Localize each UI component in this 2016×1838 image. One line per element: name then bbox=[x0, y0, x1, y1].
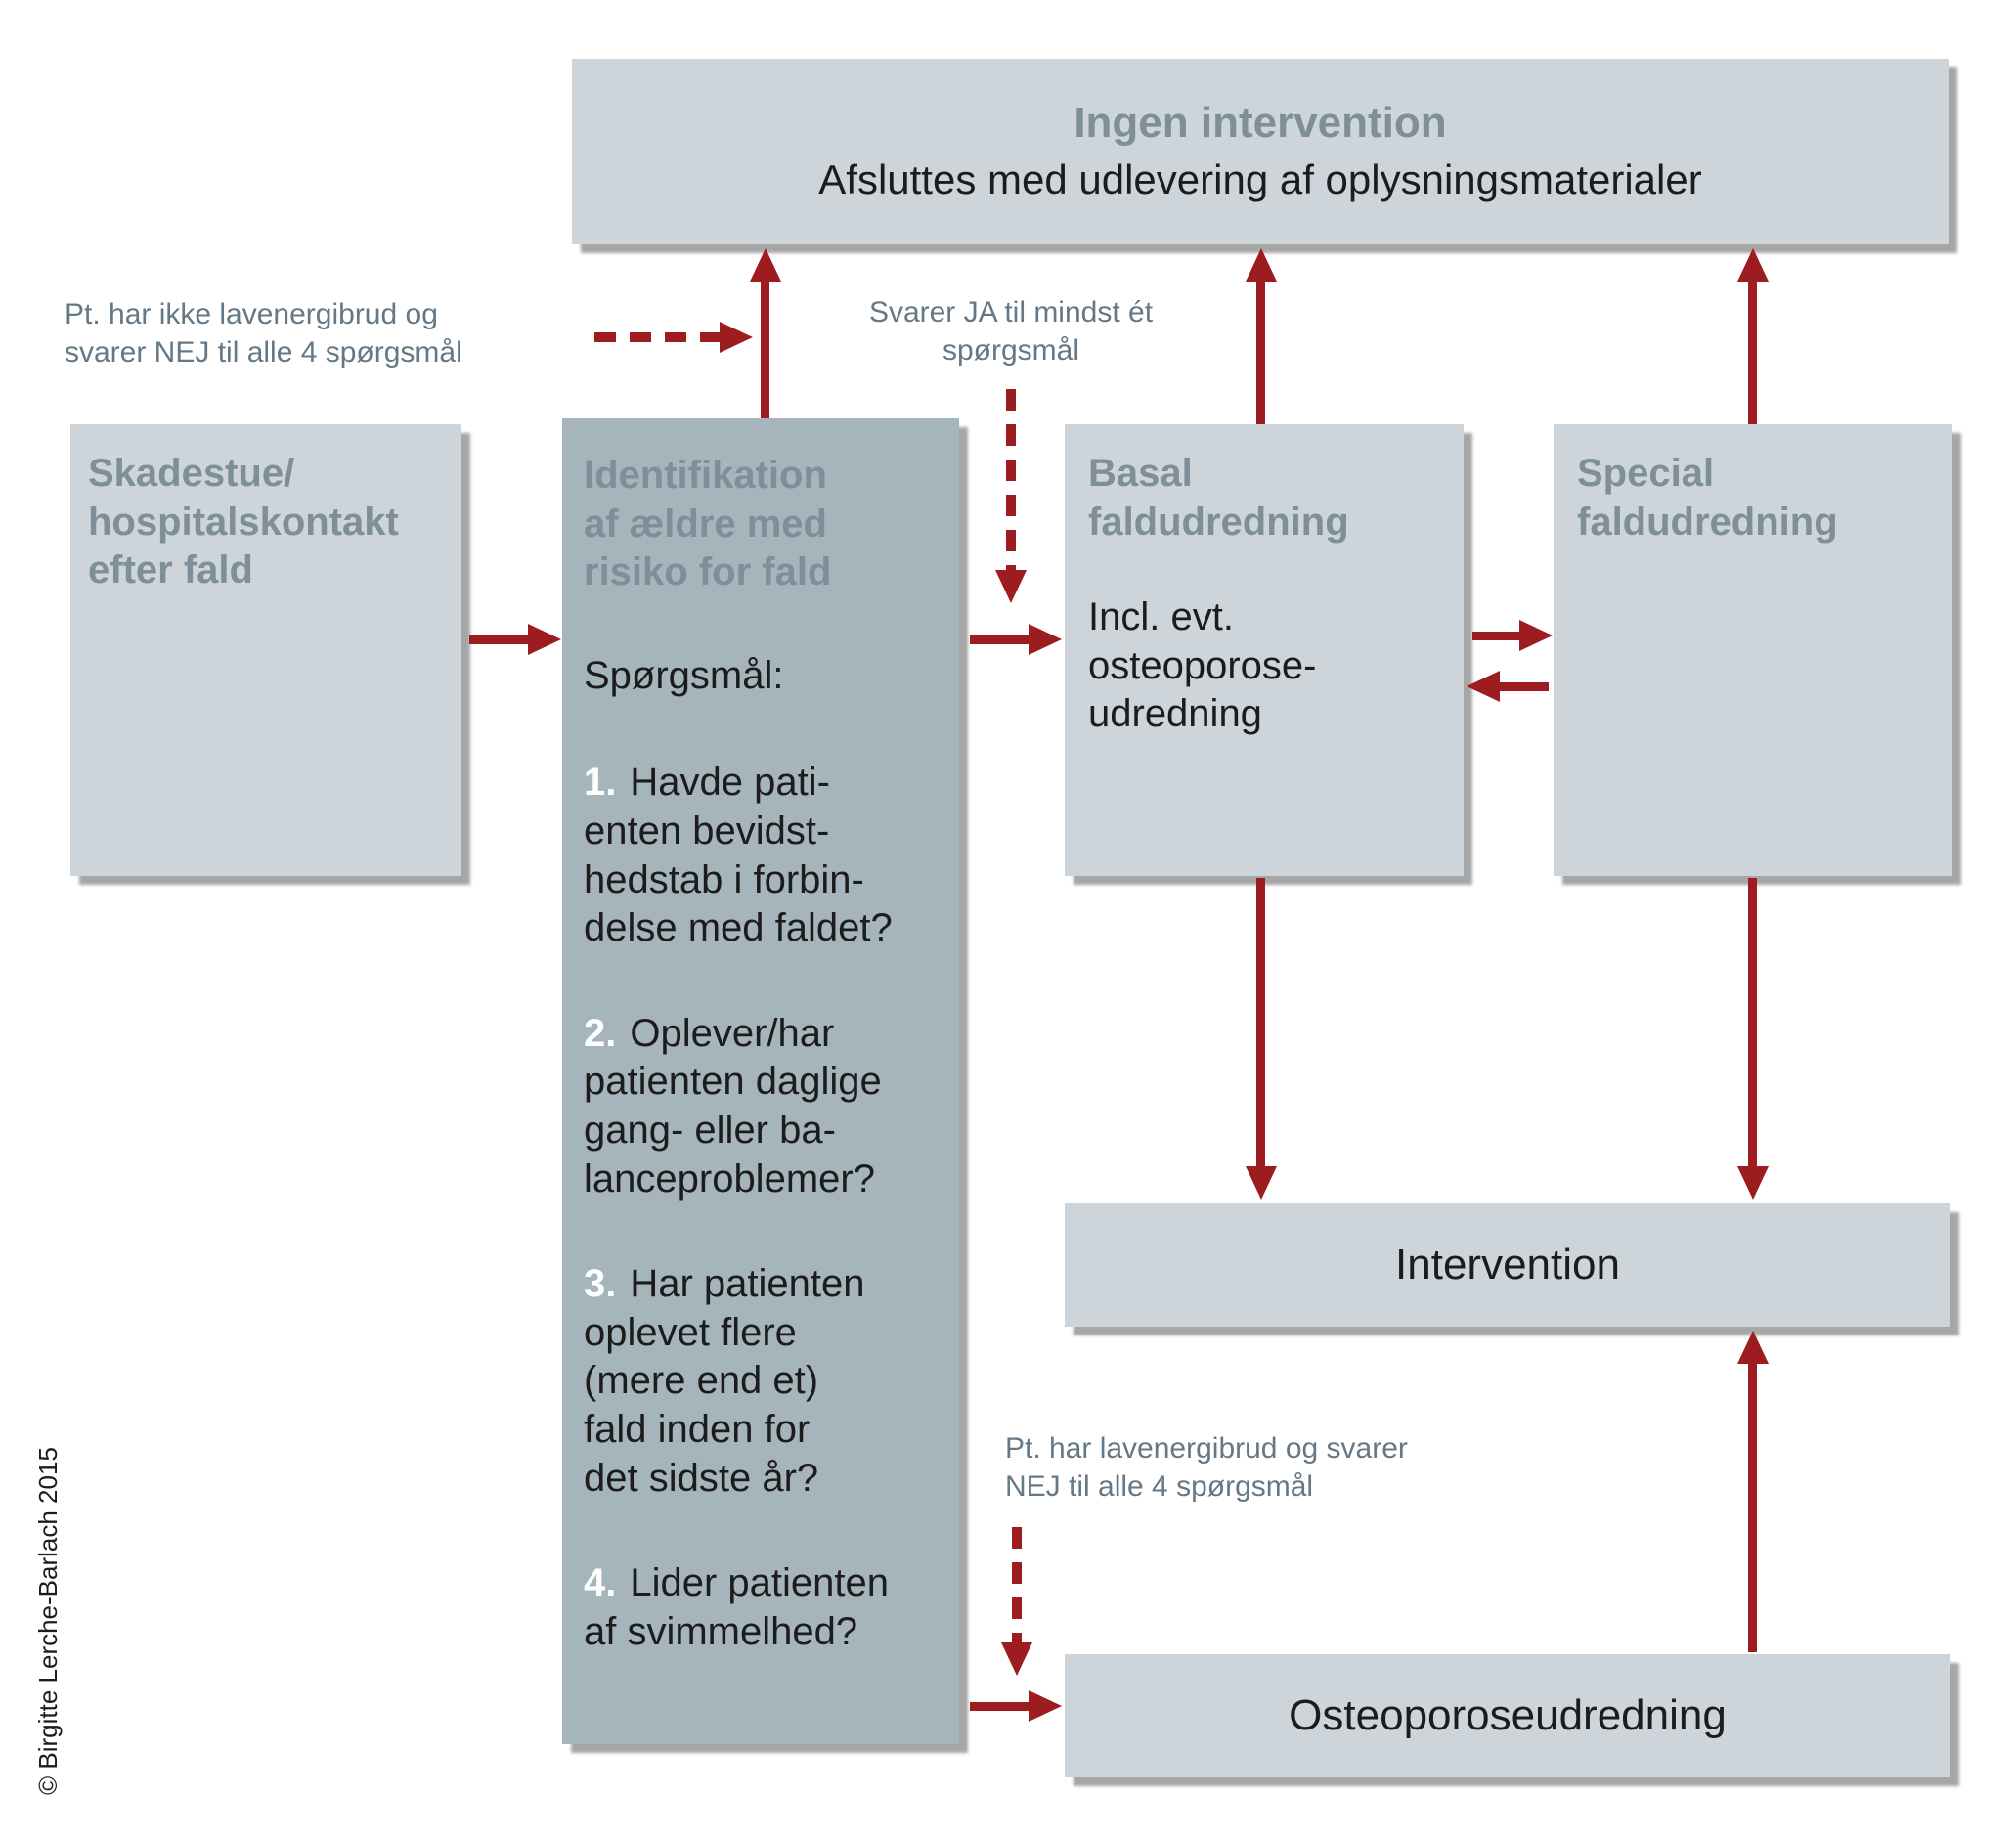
box-basal-faldudredning: Basal faldudredning Incl. evt. osteoporo… bbox=[1065, 424, 1464, 876]
box-identifikation: Identifikation af ældre med risiko for f… bbox=[562, 418, 959, 1744]
box-basal-body: Incl. evt. osteoporose- udredning bbox=[1088, 595, 1317, 736]
question-item-3: 3.Har patienten oplevet flere (mere end … bbox=[584, 1260, 938, 1503]
question-text-3: Har patienten oplevet flere (mere end et… bbox=[584, 1262, 865, 1500]
box-special-title: Special faldudredning bbox=[1577, 452, 1838, 544]
arrow-special-to-ingen-shaft bbox=[1748, 282, 1757, 424]
arrow-skadestue-to-identifikation-shaft bbox=[469, 635, 528, 644]
question-number-3: 3. bbox=[584, 1262, 617, 1306]
questions-intro: Spørgsmål: bbox=[584, 653, 784, 697]
arrow-basal-to-ingen-head bbox=[1246, 248, 1277, 282]
arrow-skadestue-to-identifikation-head bbox=[528, 624, 561, 655]
box-intervention-label: Intervention bbox=[1395, 1241, 1620, 1289]
copyright-text: © Birgitte Lerche-Barlach 2015 bbox=[33, 1447, 63, 1795]
arrow-special-to-basal-shaft bbox=[1500, 682, 1549, 691]
arrow-identifikation-to-basal-head bbox=[1029, 624, 1062, 655]
arrow-identification-to-ingen-head bbox=[750, 248, 781, 282]
arrow-special-to-ingen-head bbox=[1737, 248, 1769, 282]
arrow-special-to-basal-head bbox=[1467, 671, 1500, 702]
arrow-basal-to-special-shaft bbox=[1472, 632, 1519, 640]
arrow-basal-to-intervention-shaft bbox=[1256, 878, 1265, 1166]
box-osteoporoseudredning-label: Osteoporoseudredning bbox=[1289, 1691, 1727, 1739]
arrow-osteo-to-intervention-shaft bbox=[1748, 1364, 1757, 1652]
question-number-4: 4. bbox=[584, 1561, 617, 1605]
arrow-dashed-ja-down-head bbox=[995, 570, 1027, 603]
box-basal-title: Basal faldudredning bbox=[1088, 452, 1349, 544]
arrow-identifikation-to-basal-shaft bbox=[970, 635, 1029, 644]
box-ingen-intervention: Ingen intervention Afsluttes med udlever… bbox=[572, 59, 1949, 244]
box-intervention: Intervention bbox=[1065, 1203, 1950, 1327]
arrow-dashed-fracture-down-shaft bbox=[1012, 1527, 1022, 1642]
arrow-identifikation-to-osteo-head bbox=[1029, 1690, 1062, 1722]
arrow-identification-to-ingen-shaft bbox=[761, 282, 769, 418]
box-identifikation-title: Identifikation af ældre med risiko for f… bbox=[584, 454, 832, 594]
arrow-dashed-nofracture-shaft bbox=[594, 332, 720, 342]
arrow-special-to-intervention-head bbox=[1737, 1166, 1769, 1200]
box-ingen-intervention-subtitle: Afsluttes med udlevering af oplysningsma… bbox=[818, 156, 1702, 203]
box-special-faldudredning: Special faldudredning bbox=[1554, 424, 1952, 876]
question-text-2: Oplever/har patienten daglige gang- elle… bbox=[584, 1011, 882, 1201]
arrow-basal-to-intervention-head bbox=[1246, 1166, 1277, 1200]
box-osteoporoseudredning: Osteoporoseudredning bbox=[1065, 1654, 1950, 1777]
label-no-lavenergibrud-nej: Pt. har ikke lavenergibrud og svarer NEJ… bbox=[65, 298, 462, 369]
question-item-2: 2.Oplever/har patienten daglige gang- el… bbox=[584, 1010, 938, 1203]
question-text-1: Havde pati- enten bevidst- hedstab i for… bbox=[584, 761, 893, 950]
arrow-special-to-intervention-shaft bbox=[1748, 878, 1757, 1166]
arrow-identifikation-to-osteo-shaft bbox=[970, 1702, 1029, 1711]
label-svarer-ja: Svarer JA til mindst ét spørgsmål bbox=[868, 296, 1154, 367]
question-item-4: 4.Lider patienten af svimmelhed? bbox=[584, 1559, 938, 1656]
question-number-2: 2. bbox=[584, 1011, 617, 1055]
question-text-4: Lider patienten af svimmelhed? bbox=[584, 1561, 890, 1653]
arrow-dashed-ja-down-shaft bbox=[1006, 389, 1016, 570]
arrow-basal-to-ingen-shaft bbox=[1256, 282, 1265, 424]
label-lavenergibrud-nej: Pt. har lavenergibrud og svarer NEJ til … bbox=[1005, 1432, 1408, 1503]
arrow-dashed-fracture-down-head bbox=[1001, 1642, 1032, 1676]
arrow-osteo-to-intervention-head bbox=[1737, 1331, 1769, 1364]
question-number-1: 1. bbox=[584, 761, 617, 805]
arrow-basal-to-special-head bbox=[1519, 620, 1553, 651]
box-skadestue-title: Skadestue/ hospitalskontakt efter fald bbox=[88, 452, 399, 592]
box-ingen-intervention-title: Ingen intervention bbox=[1074, 99, 1447, 148]
box-skadestue: Skadestue/ hospitalskontakt efter fald bbox=[70, 424, 461, 876]
arrow-dashed-nofracture-head bbox=[720, 322, 753, 353]
question-item-1: 1.Havde pati- enten bevidst- hedstab i f… bbox=[584, 759, 938, 952]
